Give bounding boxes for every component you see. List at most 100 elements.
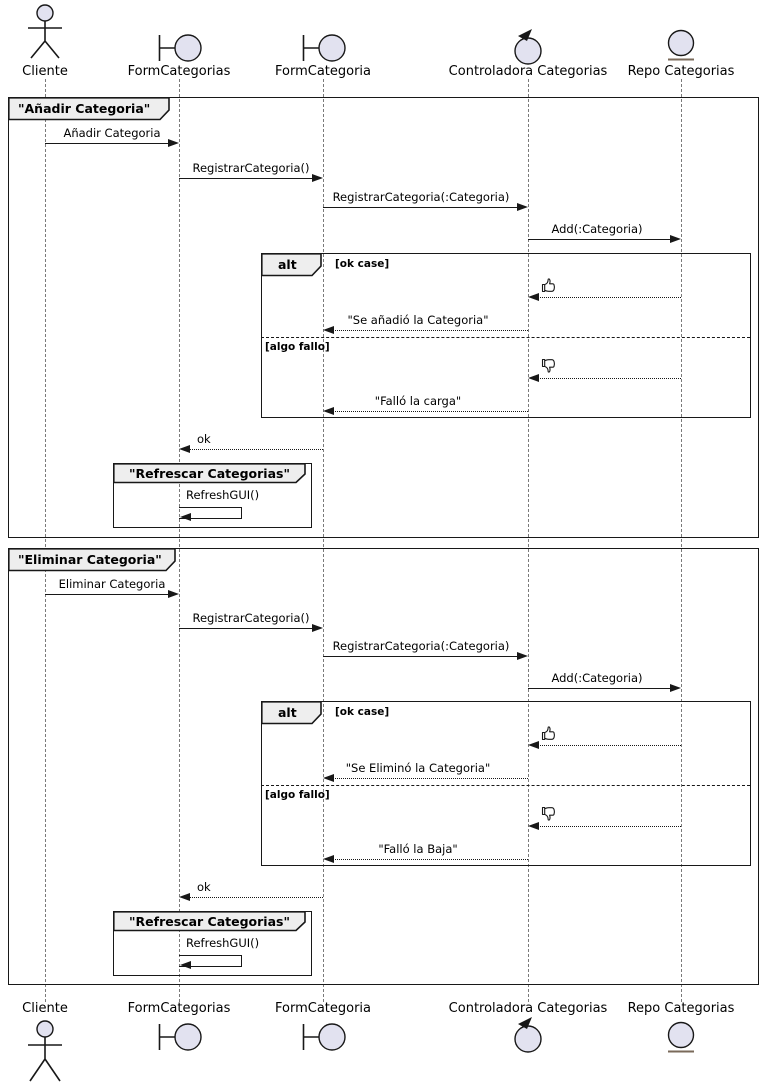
- arrowhead: [323, 855, 334, 863]
- refresh-frame-title: "Refrescar Categorias": [129, 466, 290, 481]
- alt-tab: [261, 253, 322, 277]
- self-message-loop: [179, 955, 242, 967]
- return-line: [538, 745, 681, 746]
- alt-keyword: alt: [278, 705, 297, 720]
- participant-label-form-categorias: FormCategorias: [127, 1001, 231, 1016]
- actor-icon: [28, 1020, 62, 1082]
- thumbs-up-icon: [541, 278, 555, 293]
- self-message-loop: [179, 507, 242, 519]
- message-label: RefreshGUI(): [186, 488, 260, 502]
- arrowhead: [168, 590, 179, 598]
- arrowhead: [528, 374, 539, 382]
- message-label: Eliminar Categoria: [58, 577, 166, 591]
- arrowhead: [179, 893, 190, 901]
- frame-title: "Añadir Categoria": [18, 101, 151, 116]
- arrowhead: [312, 624, 323, 632]
- thumbs-up-icon: [541, 726, 555, 741]
- message-label: Add(:Categoria): [551, 671, 643, 685]
- actor-icon: [28, 4, 62, 59]
- arrowhead: [323, 326, 334, 334]
- message-label: "Falló la Baja": [378, 842, 458, 856]
- message-label: RegistrarCategoria(): [192, 161, 310, 175]
- message-line: [45, 143, 169, 144]
- participant-label-cliente: Cliente: [22, 1001, 68, 1016]
- message-line: [323, 656, 518, 657]
- message-label: RegistrarCategoria(): [192, 611, 310, 625]
- guard-algo-fallo: [algo fallo]: [265, 789, 330, 801]
- frame-tab: [8, 548, 176, 572]
- guard-algo-fallo: [algo fallo]: [265, 341, 330, 353]
- message-label: ok: [197, 880, 211, 894]
- arrowhead: [517, 652, 528, 660]
- message-label: RefreshGUI(): [186, 936, 260, 950]
- return-line: [189, 897, 323, 898]
- thumbs-down-icon: [541, 806, 555, 821]
- return-line: [333, 330, 528, 331]
- message-label: Añadir Categoria: [63, 126, 161, 140]
- return-line: [538, 826, 681, 827]
- message-label: "Se Eliminó la Categoria": [345, 761, 491, 775]
- participant-label-cliente: Cliente: [22, 64, 68, 79]
- arrowhead: [528, 741, 539, 749]
- message-label: RegistrarCategoria(:Categoria): [332, 639, 510, 653]
- return-line: [189, 449, 323, 450]
- arrowhead: [312, 174, 323, 182]
- frame-eliminar-categoria: [8, 548, 759, 985]
- refresh-frame-title: "Refrescar Categorias": [129, 914, 290, 929]
- guard-ok-case: [ok case]: [335, 258, 390, 270]
- message-line: [179, 628, 313, 629]
- message-line: [528, 239, 671, 240]
- refresh-frame-tab: [113, 463, 306, 484]
- boundary-icon: [158, 34, 202, 62]
- frame-title: "Eliminar Categoria": [18, 552, 162, 567]
- return-line: [333, 411, 528, 412]
- arrowhead: [528, 822, 539, 830]
- arrowhead: [517, 203, 528, 211]
- refresh-frame-tab: [113, 911, 306, 932]
- arrowhead: [179, 445, 190, 453]
- participant-label-form-categorias: FormCategorias: [127, 64, 231, 79]
- participant-label-controladora: Controladora Categorias: [448, 64, 608, 79]
- entity-icon: [667, 29, 695, 61]
- alt-tab: [261, 701, 322, 725]
- control-icon: [514, 29, 542, 65]
- message-label: "Se añadió la Categoria": [347, 313, 489, 327]
- return-line: [538, 378, 681, 379]
- message-label: RegistrarCategoria(:Categoria): [332, 190, 510, 204]
- arrowhead: [180, 961, 191, 969]
- return-line: [333, 778, 528, 779]
- frame-tab: [8, 97, 170, 121]
- entity-icon: [667, 1021, 695, 1053]
- participant-label-repo: Repo Categorias: [627, 1001, 735, 1016]
- arrowhead: [180, 513, 191, 521]
- arrowhead: [168, 139, 179, 147]
- frame-anadir-categoria: [8, 97, 759, 538]
- guard-ok-case: [ok case]: [335, 706, 390, 718]
- participant-label-form-categoria: FormCategoria: [274, 1001, 372, 1016]
- boundary-icon: [158, 1023, 202, 1051]
- message-line: [45, 594, 169, 595]
- boundary-icon: [302, 34, 346, 62]
- boundary-icon: [302, 1023, 346, 1051]
- lifeline-form-categorias: [178, 79, 180, 1002]
- arrowhead: [323, 407, 334, 415]
- message-line: [323, 207, 518, 208]
- return-line: [538, 297, 681, 298]
- message-label: Add(:Categoria): [551, 222, 643, 236]
- alt-frame: [261, 701, 751, 866]
- message-line: [528, 688, 671, 689]
- lifeline-repo-categorias: [680, 79, 682, 1002]
- return-line: [333, 859, 528, 860]
- arrowhead: [528, 293, 539, 301]
- alt-divider: [261, 785, 750, 786]
- control-icon: [514, 1017, 542, 1053]
- arrowhead: [323, 774, 334, 782]
- lifeline-cliente: [44, 79, 46, 1002]
- participant-label-form-categoria: FormCategoria: [274, 64, 372, 79]
- lifeline-form-categoria: [322, 79, 324, 1002]
- message-label: "Falló la carga": [374, 394, 462, 408]
- alt-divider: [261, 337, 750, 338]
- lifeline-controladora-categorias: [527, 79, 529, 1002]
- arrowhead: [670, 684, 681, 692]
